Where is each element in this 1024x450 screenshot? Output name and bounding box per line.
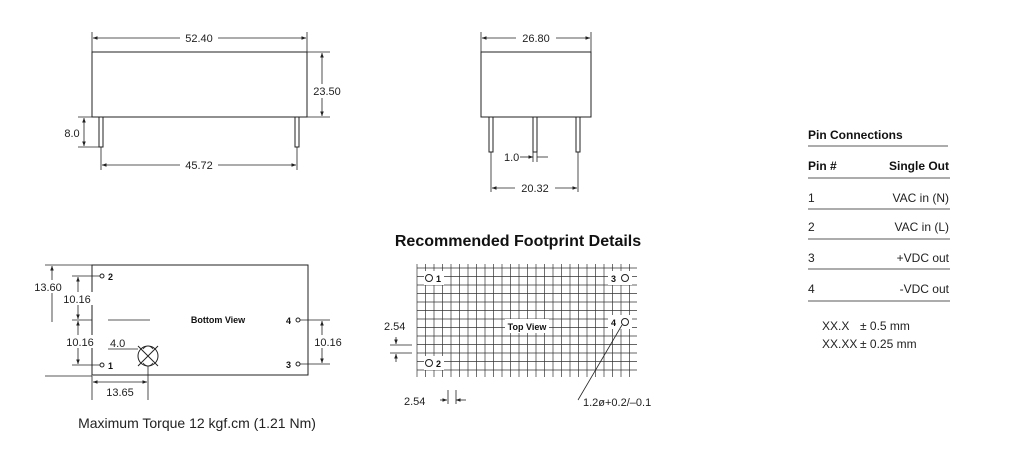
width-dim-label: 52.40 [185, 33, 213, 45]
pin-table-col-out: Single Out [889, 159, 949, 173]
svg-text:4: 4 [611, 318, 616, 328]
end-view-pin-mid [532, 116, 538, 153]
svg-text:VAC in (N): VAC in (N) [893, 191, 949, 205]
vpitch-label: 2.54 [384, 321, 405, 333]
pin-table-col-pin: Pin # [808, 159, 837, 173]
footprint-title: Top View [508, 322, 548, 332]
svg-text:2: 2 [436, 359, 441, 369]
lower-dim-label: 10.16 [66, 337, 94, 349]
bottom-view: Bottom View 2 1 4 3 4.0 13.60 10.16 [28, 264, 346, 431]
footprint: Recommended Footprint Details Top View 1… [384, 233, 651, 409]
pin-dia-dim-label: 1.0 [504, 152, 519, 164]
footprint-title-bg [505, 319, 549, 333]
hpitch-label: 2.54 [404, 396, 425, 408]
end-view-pin-left [488, 116, 494, 153]
fp-pin-2 [425, 359, 433, 367]
hole-note-label: 1.2ø+0.2/–0.1 [583, 397, 651, 409]
svg-text:2: 2 [808, 220, 815, 234]
end-view-pin-right [575, 116, 581, 153]
fp-pin-4 [621, 318, 629, 326]
end-view-body [480, 51, 592, 118]
svg-text:4: 4 [808, 282, 815, 296]
mounting-screw-icon [137, 345, 159, 367]
svg-text:+VDC out: +VDC out [897, 251, 950, 265]
tolerance-value: ± 0.5 mm [860, 319, 910, 333]
mount-dim-label: 4.0 [110, 338, 125, 350]
bottom-pin-3 [295, 361, 301, 367]
svg-text:2: 2 [108, 272, 113, 282]
svg-text:-VDC out: -VDC out [900, 282, 950, 296]
svg-text:1: 1 [108, 361, 113, 371]
footprint-heading: Recommended Footprint Details [395, 233, 641, 250]
fp-pin-1 [425, 274, 433, 282]
tolerance-format: XX.X [822, 319, 849, 333]
tolerances: XX.X ± 0.5 mm XX.XX ± 0.25 mm [822, 319, 917, 351]
side-view-pin-right [294, 116, 300, 148]
svg-text:4: 4 [286, 316, 291, 326]
side-view-body [91, 51, 308, 118]
svg-text:1: 1 [436, 274, 441, 284]
horizontal-dim-label: 13.65 [106, 387, 134, 399]
svg-text:3: 3 [808, 251, 815, 265]
end-spacing-dim-label: 20.32 [521, 183, 549, 195]
svg-text:VAC in (L): VAC in (L) [895, 220, 949, 234]
pin-table-title: Pin Connections [808, 128, 903, 142]
torque-caption: Maximum Torque 12 kgf.cm (1.21 Nm) [78, 415, 316, 431]
height-dim-label: 23.50 [313, 86, 341, 98]
tolerance-format: XX.XX [822, 337, 857, 351]
pin-table-row: 3 +VDC out [808, 251, 950, 265]
pin-table: Pin Connections Pin # Single Out 1 VAC i… [808, 128, 950, 302]
pin-length-dim-label: 8.0 [64, 128, 79, 140]
hole-leader-line [577, 324, 623, 401]
bottom-pin-2 [99, 273, 105, 279]
end-view: 26.80 1.0 20.32 [480, 31, 592, 195]
fp-pin-3 [621, 274, 629, 282]
upper-dim-label: 10.16 [63, 294, 91, 306]
right-dim-label: 10.16 [314, 337, 342, 349]
svg-text:3: 3 [611, 274, 616, 284]
svg-text:3: 3 [286, 360, 291, 370]
bottom-pin-4 [295, 317, 301, 323]
side-view-pin-left [98, 116, 104, 148]
svg-text:1: 1 [808, 191, 815, 205]
total-dim-label: 13.60 [34, 282, 62, 294]
bottom-view-title: Bottom View [191, 315, 246, 325]
side-view: 52.40 23.50 8.0 45.72 [62, 31, 344, 172]
pin-table-row: 2 VAC in (L) [808, 220, 949, 234]
pin-table-row: 1 VAC in (N) [808, 191, 949, 205]
bottom-pin-1 [99, 362, 105, 368]
end-width-dim-label: 26.80 [522, 33, 550, 45]
tolerance-value: ± 0.25 mm [860, 337, 917, 351]
pin-table-row: 4 -VDC out [808, 282, 950, 296]
pin-spacing-dim-label: 45.72 [185, 160, 213, 172]
